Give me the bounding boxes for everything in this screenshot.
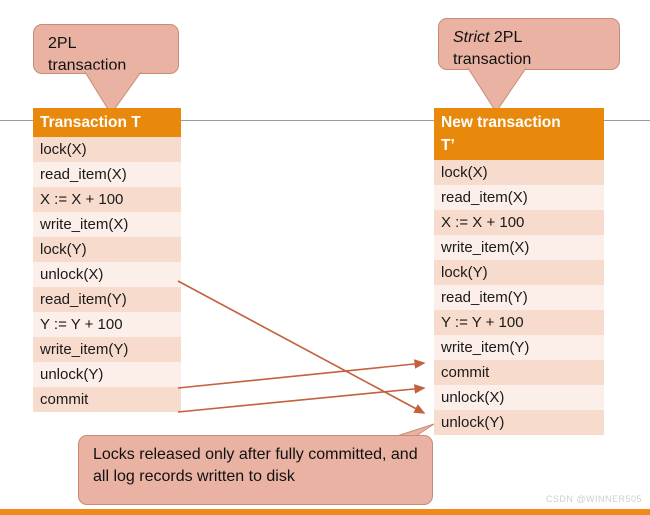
callout-bottom-text: Locks released only after fully committe… xyxy=(93,446,418,485)
table-row: unlock(Y) xyxy=(434,410,604,435)
table-row: unlock(X) xyxy=(434,385,604,410)
arrow-unlock-x-to-unlock-x xyxy=(177,280,426,414)
table-row: read_item(X) xyxy=(33,162,181,187)
table-row: lock(X) xyxy=(434,160,604,185)
table-row: X := X + 100 xyxy=(33,187,181,212)
table-row: write_item(Y) xyxy=(434,335,604,360)
table-row: read_item(X) xyxy=(434,185,604,210)
callout-right-tail xyxy=(467,65,527,113)
table-row: Y := Y + 100 xyxy=(434,310,604,335)
callout-right-rest: 2PL xyxy=(489,29,523,46)
arrow-unlock-y-to-write-item-y xyxy=(177,359,426,389)
callout-right-emphasis: Strict xyxy=(453,29,490,46)
table-right-header-line1: New transaction xyxy=(441,114,561,131)
table-right-header: New transaction T’ xyxy=(434,108,604,160)
header-divider-line xyxy=(0,120,650,121)
table-row: commit xyxy=(434,360,604,385)
table-new-transaction-t-prime: New transaction T’ lock(X) read_item(X) … xyxy=(434,108,604,435)
callout-right-line2: transaction xyxy=(453,51,532,68)
table-row: unlock(Y) xyxy=(33,362,181,387)
table-row: lock(X) xyxy=(33,137,181,162)
arrow-commit-to-commit xyxy=(177,384,426,413)
table-row: unlock(X) xyxy=(33,262,181,287)
table-row: write_item(X) xyxy=(434,235,604,260)
callout-2pl-transaction: 2PL transaction xyxy=(33,24,179,74)
callout-left-line1: 2PL xyxy=(48,35,77,52)
table-row: X := X + 100 xyxy=(434,210,604,235)
bottom-accent-bar xyxy=(0,509,650,515)
watermark-label: CSDN @WINNER505 xyxy=(545,494,642,504)
table-row: lock(Y) xyxy=(33,237,181,262)
table-left-header: Transaction T xyxy=(33,108,181,137)
table-row: lock(Y) xyxy=(434,260,604,285)
table-row: read_item(Y) xyxy=(434,285,604,310)
table-row: commit xyxy=(33,387,181,412)
callout-left-tail xyxy=(84,69,142,115)
table-row: read_item(Y) xyxy=(33,287,181,312)
callout-locks-released-note: Locks released only after fully committe… xyxy=(78,435,433,505)
callout-strict-2pl-transaction: Strict 2PL transaction xyxy=(438,18,620,70)
table-row: write_item(Y) xyxy=(33,337,181,362)
callout-right-line1: Strict 2PL xyxy=(453,27,607,49)
table-transaction-t: Transaction T lock(X) read_item(X) X := … xyxy=(33,108,181,412)
table-row: Y := Y + 100 xyxy=(33,312,181,337)
table-right-header-line2: T’ xyxy=(441,137,455,154)
table-row: write_item(X) xyxy=(33,212,181,237)
